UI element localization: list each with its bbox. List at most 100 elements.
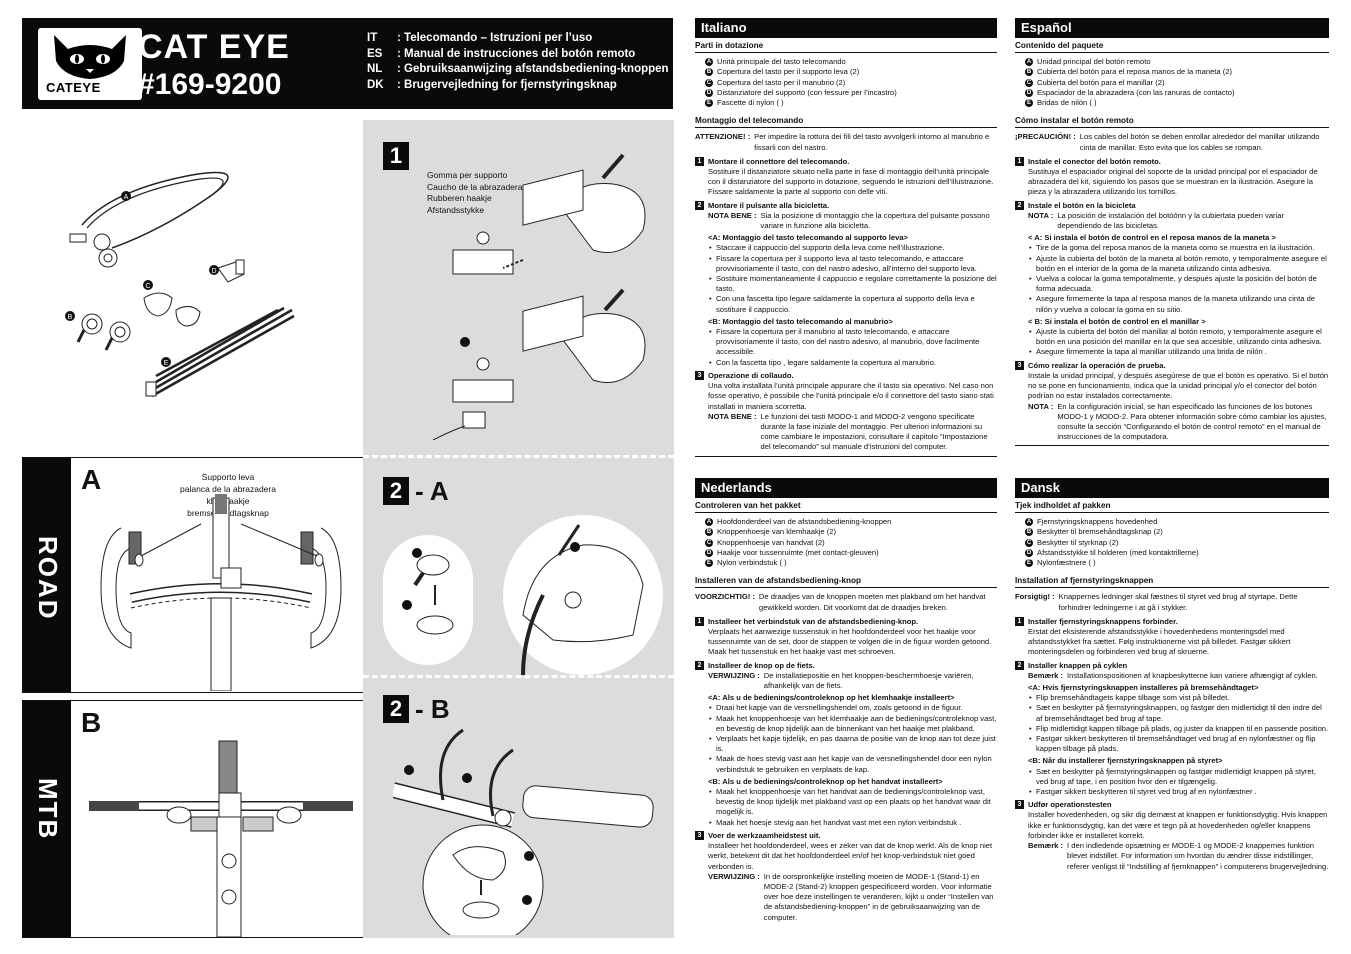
part-letter: E [1025,559,1033,568]
part-letter: B [1025,528,1033,537]
part-letter: C [705,538,713,547]
step-heading: Installer fjernstyringsknappens forbinde… [1028,616,1178,626]
step-number: 1 [1015,616,1024,626]
bullet-item: Maak het knoppenhoesje van het handvat a… [695,787,997,818]
part-letter: D [1025,88,1033,97]
label-line: Rubberen haakje [427,193,492,203]
list-item: D Distanziatore del supporto (con fessure… [705,88,997,98]
step-heading: Voer de werkzaamheidstest uit. [708,830,821,840]
note-text: Le funzioni dei tasti MODO-1 and MODO-2 … [760,411,988,452]
note-key: Bemærk : [1028,670,1064,680]
step-body: Una volta installata l’unità principale … [708,381,994,411]
bullet-item: Fastgør sikkert beskytteren til bremsehå… [1015,734,1329,754]
step-2a-drawing [383,515,663,676]
list-item: B Beskytter til bremsehåndtagsknap (2) [1025,527,1329,537]
italian-warning: ATTENZIONE! :Per impedire la rottura dei… [695,132,997,152]
bullet-item: Fissare la copertura per il supporto lev… [695,254,997,274]
language-title: : Gebruiksaanwijzing afstandsbediening-k… [397,63,669,75]
part-text: Distanziatore del supporto (con fessure … [717,87,897,97]
section-rule [695,455,997,457]
language-title: : Brugervejledning for fjernstyringsknap [397,78,617,91]
sub-heading: < B: Si instala el botón de control en e… [1028,316,1206,326]
step-number: 2 [1015,200,1024,210]
parts-illustration: A D C B E [22,120,362,450]
part-text: Espaciador de la abrazadera (con las ran… [1037,87,1235,97]
part-text: Afstandsstykke til holderen (med kontakt… [1037,547,1199,557]
danish-parts-heading: Tjek indholdet af pakken [1015,501,1329,514]
language-title: : Telecomando – Istruzioni per l’uso [397,32,593,44]
note-key: NOTA : [1028,401,1054,411]
step-heading: Installeer de knop op de fiets. [708,660,815,670]
part-letter: D [705,88,713,97]
part-text: Unità principale del tasto telecomando [717,57,846,67]
language-row: DK : Brugervejledning for fjernstyringskn… [367,78,669,94]
note-key: VERWIJZING : [708,670,760,680]
language-row: NL: Gebruiksaanwijzing afstandsbediening… [367,62,669,78]
step-number: 1 [695,156,704,166]
bullet-item: Maak de hoes stevig vast aan het kapje v… [695,754,997,774]
language-row: ES: Manual de instrucciones del botón re… [367,47,669,63]
part-text: Beskytter til bremsehåndtagsknap (2) [1037,527,1163,537]
note-key: NOTA : [1028,210,1054,220]
part-text: Knoppenhoesje van handvat (2) [717,537,825,547]
step-body: Verplaats het aanwezige tussenstuk in he… [708,627,992,657]
road-side-label: ROAD [33,536,63,621]
spanish-heading: Español [1015,18,1329,38]
part-letter: C [705,78,713,87]
note-key: Bemærk : [1028,841,1064,851]
bullet-item: Sæt en beskytter på fjernstyringsknappen… [1015,703,1329,723]
dutch-step-2: 2 Installeer de knop op de fiets. VERWIJZ… [695,660,997,828]
step-2b-badge: 2 [383,695,409,723]
language-code: DK [367,78,384,91]
sub-heading: <B: Når du installerer fjernstyringsknap… [1028,756,1223,766]
part-text: Cubierta del botón para el reposa manos … [1037,67,1233,77]
italian-mount-heading: Montaggio del telecomando [695,116,997,129]
step-body: Erstat det eksisterende afstandsstykke i… [1028,627,1291,657]
step-number: 2 [695,200,704,210]
step-number: 2 [695,660,704,670]
road-letter: A [81,464,102,495]
mtb-panel: MTB B [22,700,373,938]
spanish-mount-heading: Cómo instalar el botón remoto [1015,116,1329,129]
step-1-drawing [432,153,646,440]
sub-heading: < A: Si instala el botón de control en e… [1028,233,1276,243]
step-heading: Instale el botón en la bicicleta [1028,200,1136,210]
list-item: C Knoppenhoesje van handvat (2) [705,538,997,548]
bullet-item: Staccare il cappuccio del supporto della… [695,243,997,253]
part-text: Fjernstyringsknappens hovedenhed [1037,517,1158,527]
part-letter: A [1025,518,1033,527]
part-letter: B [1025,68,1033,77]
bullet-item: Con una fascetta tipo legare saldamente … [695,294,997,314]
dutch-heading: Nederlands [695,478,997,498]
label-line: Afstandsstykke [427,204,485,215]
part-text: Haakje voor tussenruimte (met contact-gl… [717,547,879,557]
part-text: Copertura del tasto per il manubrio (2) [717,77,846,87]
language-title: : Manual de instrucciones del botón remo… [397,47,636,60]
installation-steps-panel: 1 Gomma per supporto Caucho de la abraza… [363,120,674,938]
section-rule [1015,445,1329,447]
language-row: IT : Telecomando – Istruzioni per l’uso [367,31,669,47]
step-divider [363,675,674,678]
part-text: Unidad principal del botón remoto [1037,57,1151,67]
note-text: In de oorspronkelijke instelling moeten … [763,871,994,922]
model-number: #169-9200 [138,68,282,101]
note-text: Sia la posizione di montaggio che la cop… [760,210,990,231]
language-code: IT [367,32,378,44]
bullet-item: Ajuste la cubierta del botón del manilla… [1015,327,1329,347]
brand-name: CAT EYE [138,28,290,66]
part-label-a: A [124,194,129,201]
rubber-support-label: Gomma per supporto Caucho de la abrazade… [427,170,522,216]
list-item: A Fjernstyringsknappens hovedenhed [1025,517,1329,527]
